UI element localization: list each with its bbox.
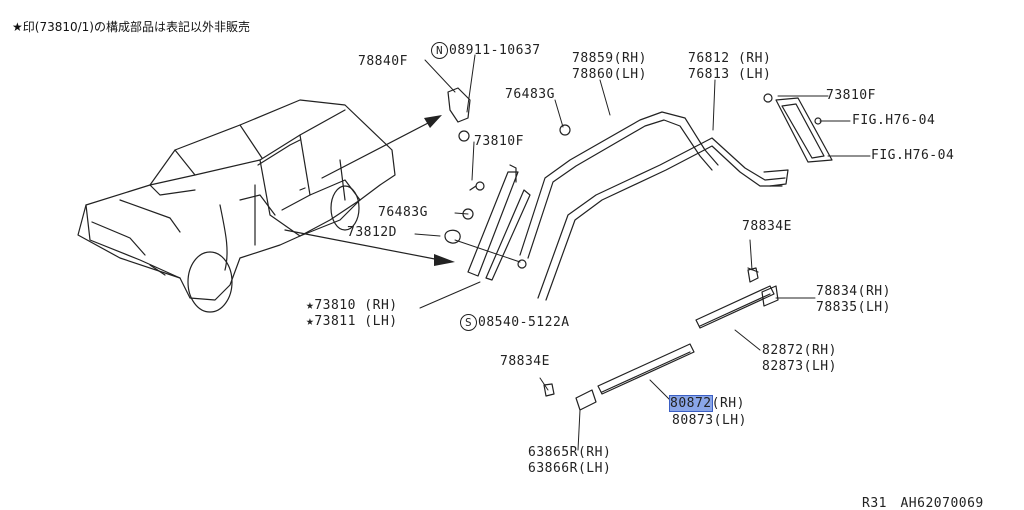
part-number-08911: 08911-10637 bbox=[449, 43, 541, 58]
part-label-73810F-lower: 73810F bbox=[474, 134, 524, 149]
diagram-reference-footer: R31 AH62070069 bbox=[862, 496, 984, 510]
part-label-78834: 78834(RH) bbox=[816, 284, 891, 299]
part-label-76812: 76812 (RH) bbox=[688, 51, 772, 66]
part-label-73810: ★73810 (RH) bbox=[306, 298, 398, 313]
part-number-08540: 08540-5122A bbox=[478, 315, 570, 330]
part-label-78859: 78859(RH) bbox=[572, 51, 647, 66]
car-illustration bbox=[77, 99, 396, 313]
part-label-76483G-lower: 76483G bbox=[378, 205, 428, 220]
rear-window-trim bbox=[775, 97, 833, 163]
part-label-82872: 82872(RH) bbox=[762, 343, 837, 358]
fasteners bbox=[444, 87, 822, 397]
part-suffix-rh: (RH) bbox=[711, 396, 745, 411]
roof-moulding bbox=[519, 111, 789, 301]
part-label-73812D: 73812D bbox=[347, 225, 397, 240]
part-label-78834E-lower: 78834E bbox=[500, 354, 550, 369]
figure-ref-lower: FIG.H76-04 bbox=[871, 148, 955, 163]
pointer-arrows bbox=[284, 121, 441, 261]
highlighted-part-80872[interactable]: 80872 bbox=[669, 395, 713, 412]
part-label-73810F-upper: 73810F bbox=[826, 88, 876, 103]
part-label-78834E-upper: 78834E bbox=[742, 219, 792, 234]
part-label-76483G-upper: 76483G bbox=[505, 87, 555, 102]
part-label-80872[interactable]: 80872(RH) bbox=[669, 395, 745, 412]
part-symbol-s: S bbox=[460, 314, 477, 331]
part-label-78840F: 78840F bbox=[358, 54, 408, 69]
pillar-garnish bbox=[467, 164, 531, 281]
part-label-73811: ★73811 (LH) bbox=[306, 314, 398, 329]
part-label-76813: 76813 (LH) bbox=[688, 67, 772, 82]
part-symbol-n: N bbox=[431, 42, 448, 59]
part-label-63865R: 63865R(RH) bbox=[528, 445, 612, 460]
part-label-80873: 80873(LH) bbox=[672, 413, 747, 428]
figure-ref-upper: FIG.H76-04 bbox=[852, 113, 936, 128]
sales-note: ★印(73810/1)の構成部品は表記以外非販売 bbox=[12, 20, 250, 34]
part-label-82873: 82873(LH) bbox=[762, 359, 837, 374]
part-label-63866R: 63866R(LH) bbox=[528, 461, 612, 476]
part-label-78835: 78835(LH) bbox=[816, 300, 891, 315]
part-label-78860: 78860(LH) bbox=[572, 67, 647, 82]
side-mouldings bbox=[575, 267, 779, 411]
